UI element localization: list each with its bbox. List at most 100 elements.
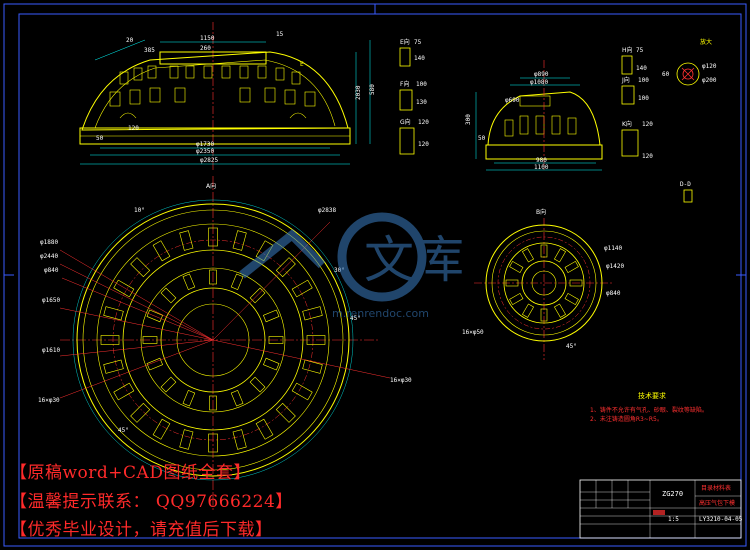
section-dd-label: D-D <box>680 181 691 188</box>
plan-dim-dia2838: φ2838 <box>318 207 336 214</box>
front-view-marker-e: E <box>300 61 304 68</box>
detail-g-dim-2: 120 <box>418 141 429 148</box>
front-dim-dia1730: φ1730 <box>196 141 214 148</box>
side-dim-300: 300 <box>465 114 472 125</box>
detail-j-dim-1: 100 <box>638 77 649 84</box>
front-view-dome-outer <box>81 51 349 131</box>
plan-inner-slot <box>160 376 177 393</box>
detail-k-label: K向 <box>622 120 632 128</box>
plan-ring-1 <box>96 223 330 457</box>
b-view-slot <box>521 248 535 263</box>
b-dim-dia840: φ840 <box>606 290 621 297</box>
side-view-dimension-lines <box>475 77 602 171</box>
plan-inner-slot <box>209 395 217 411</box>
plan-outer-slot <box>103 306 124 321</box>
b-view-slot <box>564 260 579 274</box>
side-dim-50: 50 <box>478 135 486 142</box>
detail-g-dim-1: 120 <box>418 119 429 126</box>
title-block-grid <box>580 480 741 538</box>
plan-dim-dia1610: φ1610 <box>42 347 60 354</box>
plan-dim-angle-45b: 45° <box>118 427 129 434</box>
plan-dimension-circle <box>72 199 354 481</box>
plan-outer-slot <box>179 429 194 450</box>
plan-leader-line <box>61 277 214 341</box>
plan-outer-slot <box>152 418 171 440</box>
plan-dim-holes-1: 16×φ30 <box>390 377 412 384</box>
side-view-dome <box>487 91 601 146</box>
front-view: 1150 260 2030 φ1730 φ2350 φ2825 580 385 … <box>79 22 376 172</box>
enlarged-dim-dia120: φ120 <box>702 63 717 70</box>
detail-j-label: J向 <box>621 76 630 84</box>
front-dim-dia2350: φ2350 <box>196 148 214 155</box>
plan-outer-slot <box>275 257 296 278</box>
drawing-frame <box>18 13 742 539</box>
b-ring-3 <box>521 260 567 306</box>
detail-j-outline <box>621 85 635 105</box>
plan-outer-slot <box>130 257 151 278</box>
front-dim-260: 260 <box>200 45 211 52</box>
tech-note-2: 2、未注铸造圆角R3~R5。 <box>590 415 663 423</box>
detail-g-outline <box>399 127 415 155</box>
plan-leader-lines <box>59 221 391 399</box>
side-view: φ890 φ1080 φ690 980 1100 300 50 <box>465 60 603 171</box>
plan-outer-slot <box>179 230 194 251</box>
plan-outer-slot <box>302 306 323 321</box>
enlarged-detail-cross <box>681 67 695 81</box>
plan-outer-slot <box>291 382 313 401</box>
front-view-top-boss <box>159 51 267 65</box>
title-block-border <box>579 479 742 539</box>
enlarged-detail-inner-circle <box>682 68 694 80</box>
technical-requirements: 技术要求 1、铸件不允许有气孔、砂眼、裂纹等缺陷。 2、未注铸造圆角R3~R5。 <box>590 391 708 423</box>
front-dim-50: 50 <box>96 135 104 142</box>
plan-dim-dia1650: φ1650 <box>42 297 60 304</box>
b-ring-4 <box>531 270 557 296</box>
detail-e-outline <box>399 47 411 67</box>
plan-outer-slot <box>232 230 247 251</box>
plan-outer-slot <box>208 227 218 247</box>
enlarged-detail-note: 放大 <box>700 38 712 46</box>
detail-h-dim-1: 75 <box>636 47 644 54</box>
b-view-slot <box>564 292 579 306</box>
b-dim-dia1140: φ1140 <box>604 245 622 252</box>
front-dim-120: 120 <box>128 125 139 132</box>
front-dim-1150: 1150 <box>200 35 215 42</box>
enlarged-detail: 放大 φ120 φ200 60 <box>662 38 717 86</box>
b-view-slot <box>553 248 567 263</box>
title-block-material: ZG270 <box>662 490 683 498</box>
detail-f-dim-1: 100 <box>416 81 427 88</box>
section-dd: D-D <box>680 181 693 203</box>
title-block: ZG270 目录材料表 高压气包下模 LY3210-04-05 1:5 <box>579 479 743 539</box>
watermark-person-icon <box>239 228 326 279</box>
plan-inner-slot <box>182 390 196 407</box>
b-view-slot <box>553 303 567 318</box>
plan-dim-angle-10: 10° <box>134 207 145 214</box>
plan-inner-slot <box>142 336 158 344</box>
plan-view-label: A向 <box>206 182 216 190</box>
plan-inner-slot <box>263 357 280 371</box>
plan-inner-slot <box>268 336 284 344</box>
detail-g-label: G向 <box>400 118 411 126</box>
promo-line-2: 【温馨提示联系： QQ97666224】 <box>10 492 293 512</box>
plan-inner-slot <box>160 287 177 304</box>
front-dim-15: 15 <box>276 31 284 38</box>
plan-leader-line <box>59 249 214 341</box>
watermark-ring <box>337 212 427 302</box>
plan-outer-rim-inner <box>82 209 344 471</box>
b-outer-rim <box>485 224 603 342</box>
front-view-slots <box>109 65 316 119</box>
b-view-slot <box>540 308 548 322</box>
plan-leader-line <box>59 307 214 341</box>
plan-outer-slot <box>232 429 247 450</box>
side-dim-dia890: φ890 <box>534 71 549 78</box>
b-dim-angle-45: 45° <box>566 343 577 350</box>
plan-ring-4 <box>160 287 266 393</box>
plan-dim-dia2440: φ2440 <box>40 253 58 260</box>
plan-outer-slot <box>130 402 151 423</box>
plan-outer-slot <box>100 335 120 345</box>
b-view-slot <box>521 303 535 318</box>
detail-f-dim-2: 130 <box>416 99 427 106</box>
title-block-ratio: 1:5 <box>668 516 679 523</box>
tech-title: 技术要求 <box>638 391 666 400</box>
plan-outer-slot <box>152 240 171 262</box>
